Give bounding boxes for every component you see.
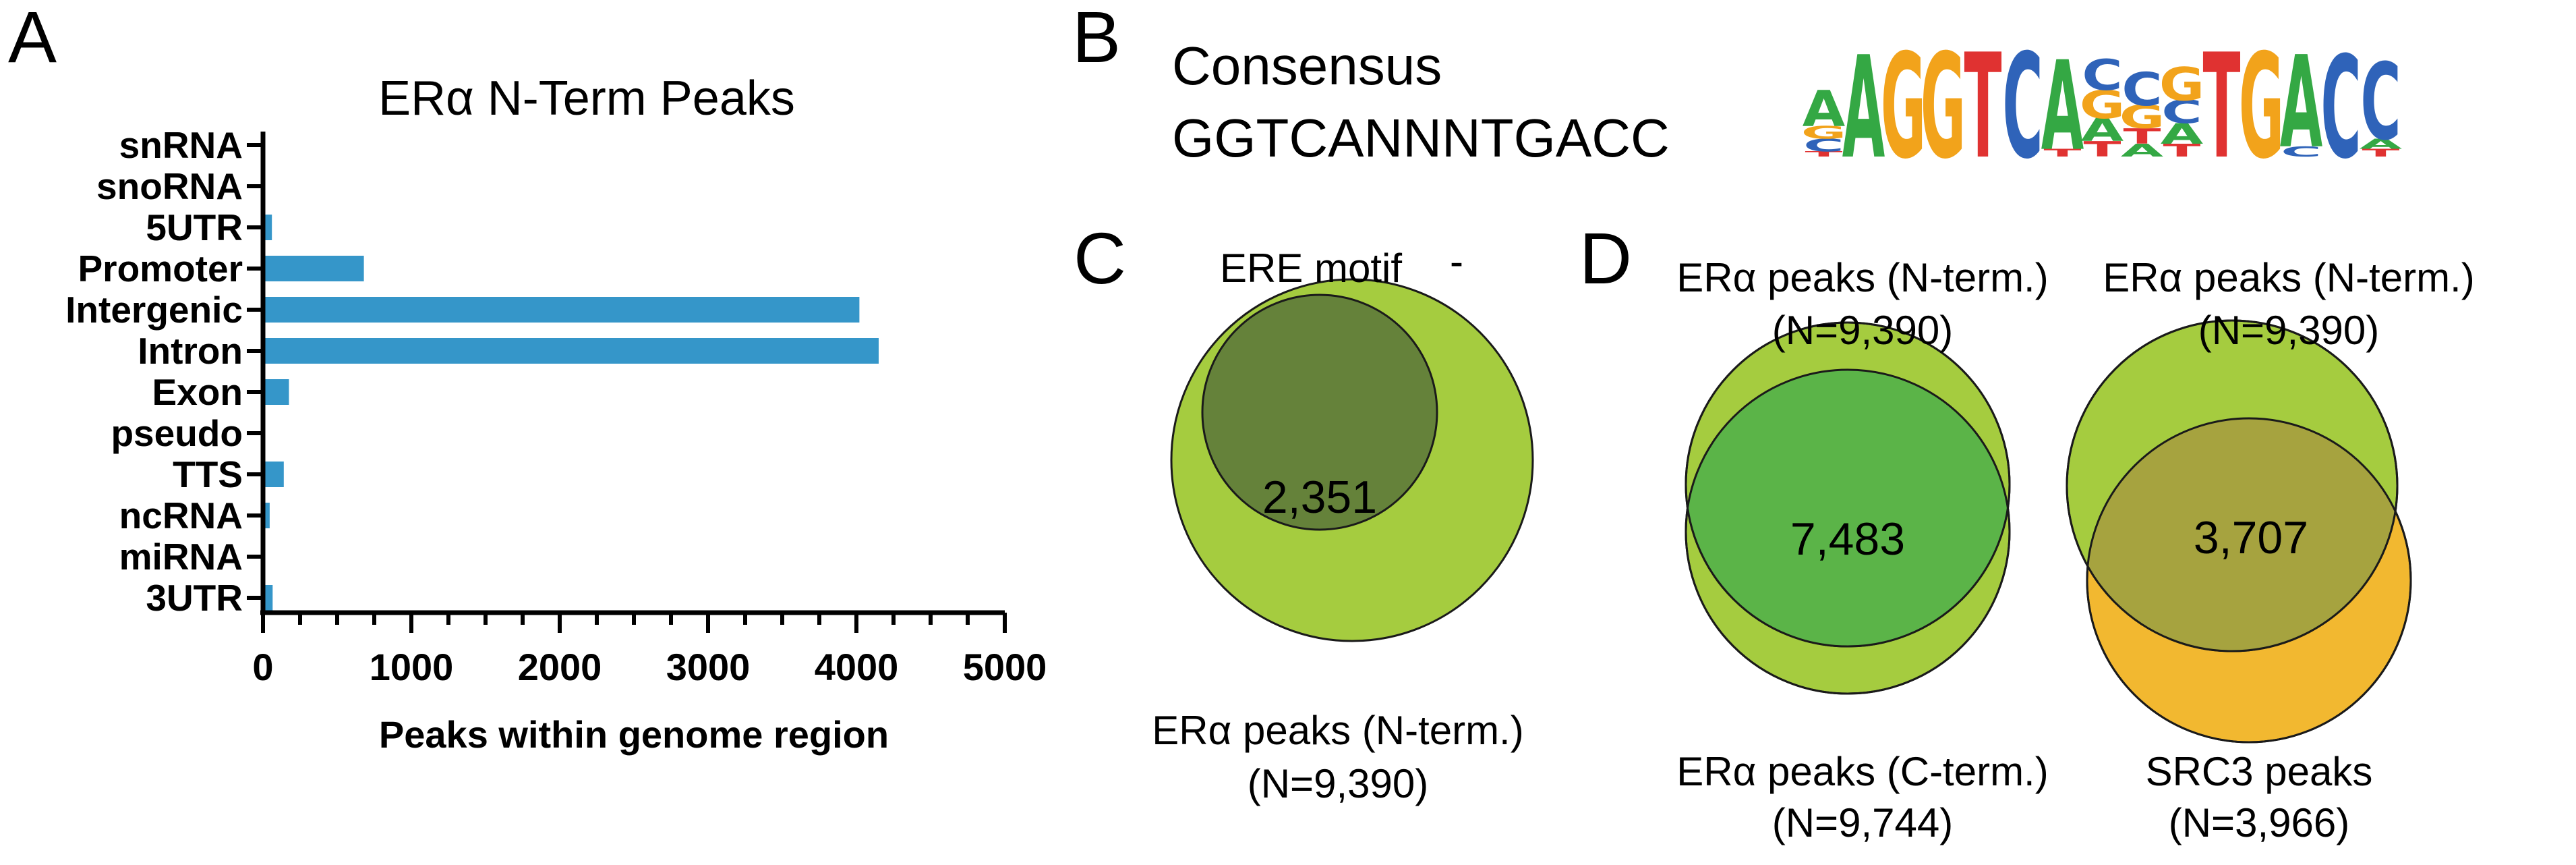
logo-letter-t: T [1964, 24, 2002, 191]
logo-letter-c: C [2281, 144, 2321, 160]
venn-d1-top-label: ERα peaks (N-term.) [1676, 255, 2048, 300]
venn-d2-top-label: ERα peaks (N-term.) [2103, 255, 2474, 300]
logo-letter-a: A [2360, 136, 2402, 152]
category-label-intergenic: Intergenic [65, 289, 243, 331]
logo-letter-a: A [1842, 27, 1885, 190]
x-tick-label: 5000 [963, 646, 1047, 688]
logo-letter-g: G [2080, 82, 2125, 128]
panel-letter-d: D [1579, 217, 1632, 299]
consensus-sequence: GGTCANNNTGACC [1172, 108, 1670, 168]
logo-letter-c: C [2161, 94, 2202, 131]
venn-c-outer-count: (N=9,390) [1248, 761, 1428, 806]
logo-letter-c: C [2082, 51, 2122, 101]
venn-d2-set-b-outline [2086, 417, 2412, 744]
venn-d1-bottom-count: (N=9,744) [1772, 800, 1953, 845]
logo-letter-t: T [2362, 146, 2400, 159]
logo-letter-c: C [1803, 136, 1844, 156]
bar-tts [263, 462, 284, 487]
bar-3utr [263, 585, 273, 611]
category-label-3utr: 3UTR [146, 577, 243, 619]
category-label-tts: TTS [173, 453, 243, 495]
bar-chart: snRNAsnoRNA5UTRPromoterIntergenicIntronE… [65, 124, 1047, 756]
venn-d1-top-count: (N=9,390) [1772, 308, 1953, 353]
logo-letter-a: A [2280, 30, 2322, 177]
x-tick-label: 4000 [815, 646, 899, 688]
logo-letter-t: T [2203, 24, 2241, 191]
x-tick-label: 0 [252, 646, 273, 688]
logo-letter-a: A [2161, 118, 2203, 150]
category-label-promoter: Promoter [78, 248, 243, 289]
logo-letter-t: T [2084, 137, 2121, 162]
logo-letter-g: G [1801, 123, 1846, 143]
category-label-snrna: snRNA [119, 124, 243, 166]
x-tick-label: 1000 [370, 646, 454, 688]
x-tick-label: 3000 [666, 646, 751, 688]
venn-c: ERE motif - 2,351 ERα peaks (N-term.) (N… [1152, 239, 1534, 806]
logo-letter-c: C [2002, 24, 2043, 191]
logo-letter-c: C [2360, 41, 2401, 164]
venn-c-outer-label: ERα peaks (N-term.) [1152, 708, 1523, 753]
consensus-label: Consensus [1172, 36, 1442, 96]
category-label-snorna: snoRNA [96, 165, 243, 207]
x-axis-ticks: 0 1000 2000 3000 4000 5000 [252, 613, 1047, 688]
venn-d2-bottom-label: SRC3 peaks [2146, 749, 2373, 794]
logo-letter-t: T [2163, 140, 2202, 161]
venn-d1-overlap-region [1686, 370, 2010, 646]
logo-letter-t: T [2124, 124, 2161, 149]
category-label-exon: Exon [152, 371, 243, 413]
panel-letter-b: B [1072, 0, 1121, 78]
panel-letter-a: A [8, 0, 57, 78]
chart-title: ERα N-Term Peaks [378, 72, 795, 125]
logo-letter-g: G [1921, 24, 1966, 191]
venn-c-inner-circle [1201, 294, 1438, 531]
venn-d-left: 7,483 ERα peaks (N-term.) (N=9,390) ERα … [1676, 255, 2048, 845]
venn-d2-top-count: (N=9,390) [2198, 308, 2379, 353]
panel-letter-c: C [1074, 217, 1126, 299]
category-label-mirna: miRNA [119, 536, 243, 578]
bar-ncrna [263, 503, 270, 528]
venn-c-overlap-count: 2,351 [1262, 472, 1377, 523]
venn-d1-set-a-outline [1685, 321, 2011, 648]
logo-letter-a: A [2121, 140, 2163, 161]
venn-d1-set-b-outline [1685, 368, 2011, 695]
bar-group [263, 215, 879, 611]
logo-letter-a: A [1803, 81, 1845, 138]
logo-letter-g: G [2119, 99, 2165, 136]
bar-intron [263, 338, 879, 364]
x-tick-label: 2000 [518, 646, 602, 688]
logo-letter-g: G [2239, 24, 2284, 191]
venn-d2-overlap-count: 3,707 [2194, 512, 2308, 563]
bar-exon [263, 379, 289, 405]
logo-letter-c: C [2320, 27, 2361, 190]
logo-letter-g: G [1881, 24, 1926, 191]
y-axis-ticks [247, 143, 263, 600]
logo-letter-a: A [2041, 36, 2084, 178]
logo-letter-t: T [1805, 150, 1843, 158]
x-axis-label: Peaks within genome region [379, 713, 889, 756]
bar-promoter [263, 256, 364, 281]
bar-intergenic [263, 297, 860, 323]
logo-letter-c: C [2121, 63, 2162, 116]
venn-c-inner-mark: - [1450, 239, 1463, 284]
venn-d1-overlap-count: 7,483 [1790, 513, 1905, 565]
venn-d2-set-a-outline [2066, 319, 2399, 652]
category-label-pseudo: pseudo [111, 412, 243, 454]
category-labels: snRNAsnoRNA5UTRPromoterIntergenicIntronE… [65, 124, 243, 619]
venn-d-right: 3,707 ERα peaks (N-term.) (N=9,390) SRC3… [2066, 255, 2475, 845]
venn-d1-bottom-label: ERα peaks (C-term.) [1676, 749, 2048, 794]
logo-letter-a: A [2081, 112, 2124, 149]
venn-c-inner-label: ERE motif [1220, 246, 1402, 291]
category-label-intron: Intron [138, 330, 243, 372]
category-label-ncrna: ncRNA [119, 495, 243, 536]
venn-d2-overlap-region [2087, 418, 2397, 651]
logo-letter-g: G [2159, 57, 2204, 111]
logo-letter-t: T [2044, 146, 2082, 159]
venn-d2-bottom-count: (N=3,966) [2169, 800, 2349, 845]
category-label-5utr: 5UTR [146, 206, 243, 248]
